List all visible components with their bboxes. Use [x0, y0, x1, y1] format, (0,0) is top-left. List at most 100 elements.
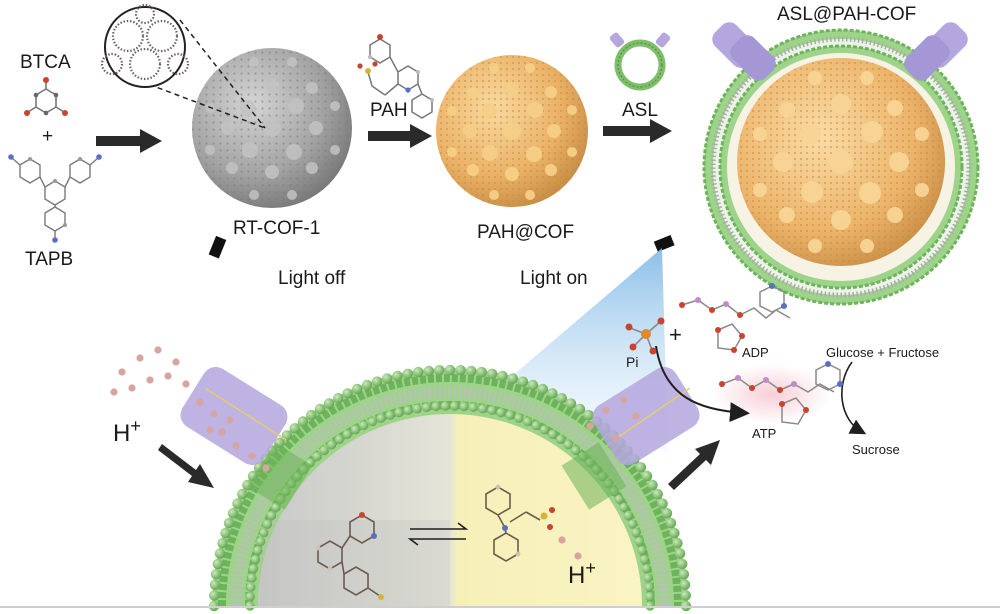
light-source-icon [208, 235, 227, 259]
membrane-bead [312, 451, 322, 462]
membrane-bead [227, 508, 239, 519]
membrane-bead [496, 408, 506, 418]
pah-label: PAH [370, 100, 408, 121]
membrane-bead [507, 373, 518, 384]
membrane-bead [657, 498, 668, 509]
membrane-bead [674, 548, 686, 559]
btca-molecule [24, 77, 68, 116]
membrane-bead [333, 393, 344, 404]
membrane-bead [523, 417, 533, 427]
proton-dot [206, 426, 214, 434]
membrane-bead [306, 409, 317, 421]
atp-synthase-icon [904, 22, 968, 81]
membrane-bead [209, 590, 220, 601]
atp-glow [712, 364, 832, 424]
membrane-bead [413, 366, 424, 378]
proton-dot [226, 416, 234, 424]
light-on-label: Light on [520, 268, 588, 289]
membrane-bead [527, 379, 539, 391]
open-form-atoms [495, 484, 555, 557]
membrane-bead [486, 368, 498, 379]
membrane-bead [403, 405, 413, 415]
adp-label: ADP [742, 345, 769, 360]
asl-pah-cof-particle [702, 22, 980, 306]
membrane-bead [487, 405, 497, 415]
membrane-bead [539, 425, 550, 435]
membrane-bead [563, 440, 573, 450]
proton-dot [110, 388, 118, 396]
membrane-bead [350, 425, 361, 435]
sucrose-label: Sucrose [852, 442, 900, 457]
membrane-bead [645, 592, 655, 602]
membrane-bead [246, 582, 256, 592]
glucose-fructose-label: Glucose + Fructose [826, 345, 940, 360]
membrane-bead [505, 410, 515, 420]
proton-efflux-arrow [668, 440, 720, 490]
atp-synthase-right [561, 367, 700, 510]
membrane-bead [556, 434, 566, 444]
tapb-atoms [8, 154, 102, 243]
membrane-bead [468, 402, 478, 412]
membrane-bead [323, 398, 335, 409]
atp-atoms [719, 361, 843, 413]
membrane-bead [661, 508, 673, 519]
membrane-bead [209, 579, 221, 590]
membrane-bead [641, 470, 653, 482]
membrane-bead [259, 528, 269, 538]
membrane-bead [327, 440, 337, 450]
pi-label: Pi [626, 354, 639, 370]
membrane-bead [571, 445, 581, 456]
plus-adp-sign: + [669, 322, 682, 347]
atp-label: ATP [752, 426, 777, 441]
plus-sign: + [42, 126, 54, 147]
membrane-bead [623, 510, 634, 521]
right-arrow-icon [96, 129, 162, 153]
membrane-bead [253, 545, 263, 556]
membrane-bead [680, 590, 691, 601]
proton-dot [586, 422, 594, 430]
membrane-bead [631, 528, 641, 538]
asl-pah-cof-label: ASL@PAH-COF [777, 4, 917, 25]
membrane-bead [565, 398, 577, 409]
membrane-bead [334, 434, 344, 444]
membrane-bead [402, 368, 414, 379]
membrane-bead [376, 413, 386, 423]
membrane-bead [232, 498, 243, 509]
membrane-bead [583, 409, 594, 421]
membrane-bead [643, 573, 653, 583]
proton-dot [136, 354, 144, 362]
membrane-bead [497, 370, 508, 382]
proton-dot [164, 372, 172, 380]
membrane-bead [639, 554, 650, 565]
proton-dot [118, 368, 126, 376]
atp-synthase-icon [712, 22, 776, 81]
membrane-bead [574, 403, 586, 415]
proton-dot [128, 384, 136, 392]
membrane-bead [319, 445, 329, 456]
right-arrow-icon [368, 124, 432, 148]
membrane-bead [434, 365, 445, 376]
membrane-bead [248, 564, 259, 574]
closed-form-atoms [315, 512, 384, 600]
membrane-bead [352, 383, 363, 395]
membrane-bead [531, 420, 541, 431]
membrane-bead [440, 401, 450, 411]
membrane-bead [679, 579, 691, 590]
membrane-bead [382, 373, 393, 384]
membrane-bead [537, 383, 548, 395]
membrane-bead [223, 517, 235, 529]
membrane-bead [678, 569, 690, 580]
membrane-bead [455, 365, 466, 376]
asl-vesicle-icon [609, 32, 671, 91]
membrane-bead [422, 402, 432, 412]
proton-dot [620, 396, 628, 404]
membrane-bead [644, 582, 654, 592]
membrane-bead [220, 527, 231, 539]
membrane-bead [385, 410, 395, 420]
rt-cof-sphere [192, 48, 352, 208]
membrane-bead [367, 417, 377, 427]
membrane-bead [371, 376, 383, 387]
membrane-bead [619, 502, 629, 512]
membrane-bead [237, 489, 248, 500]
proton-dot [558, 536, 566, 544]
